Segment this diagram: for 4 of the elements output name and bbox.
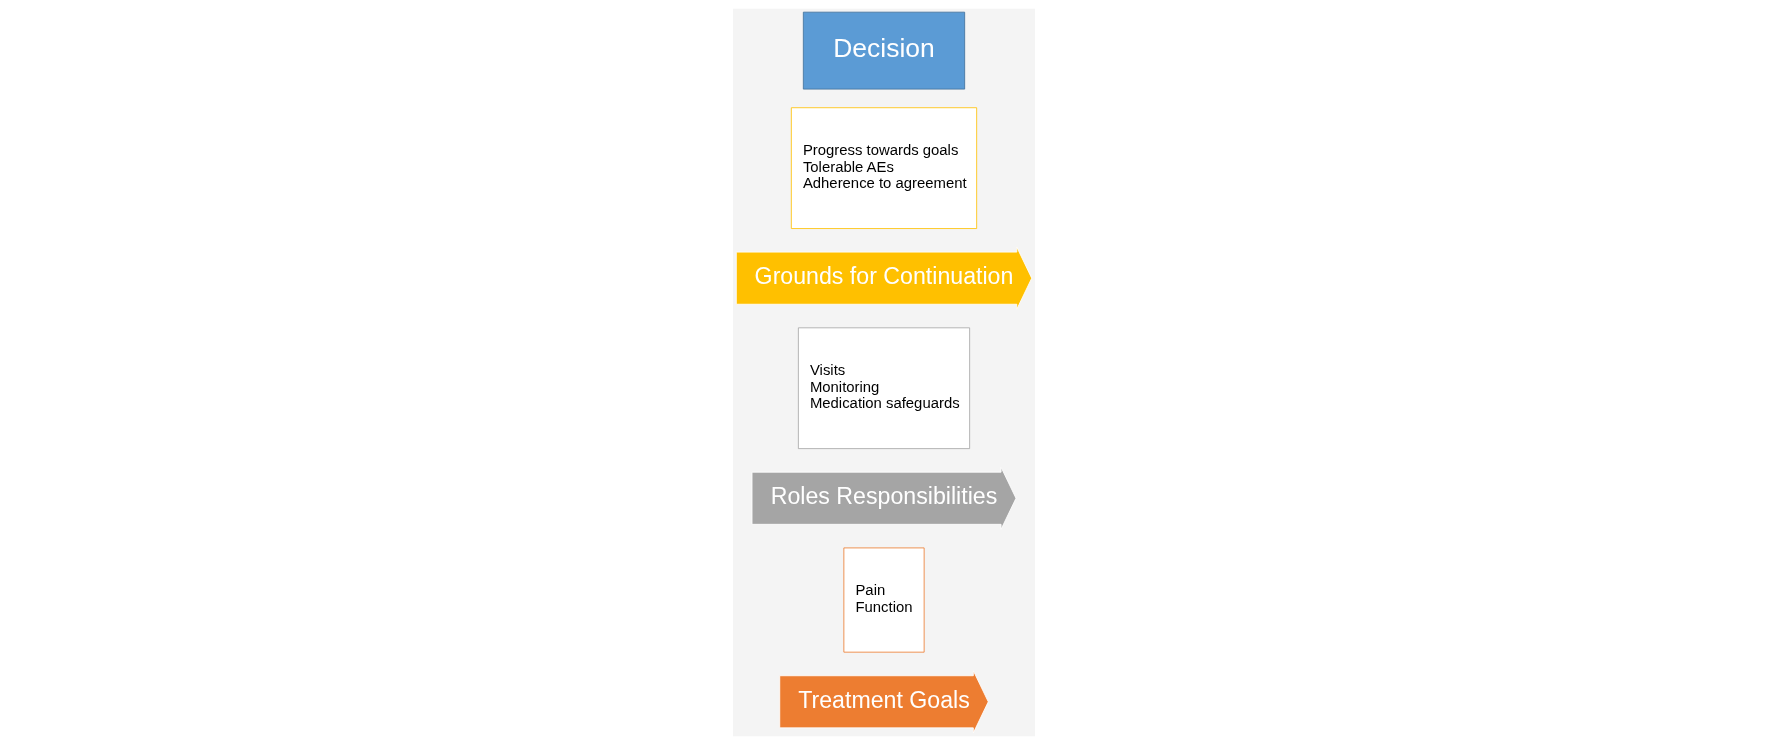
node-box: Progress towards goals Tolerable AEs Adherence to agreement xyxy=(790,107,977,229)
node-box: Visits Monitoring Medication safeguards xyxy=(797,327,970,450)
node-box: Pain Function xyxy=(842,547,925,653)
node-box: Decision xyxy=(802,11,965,90)
